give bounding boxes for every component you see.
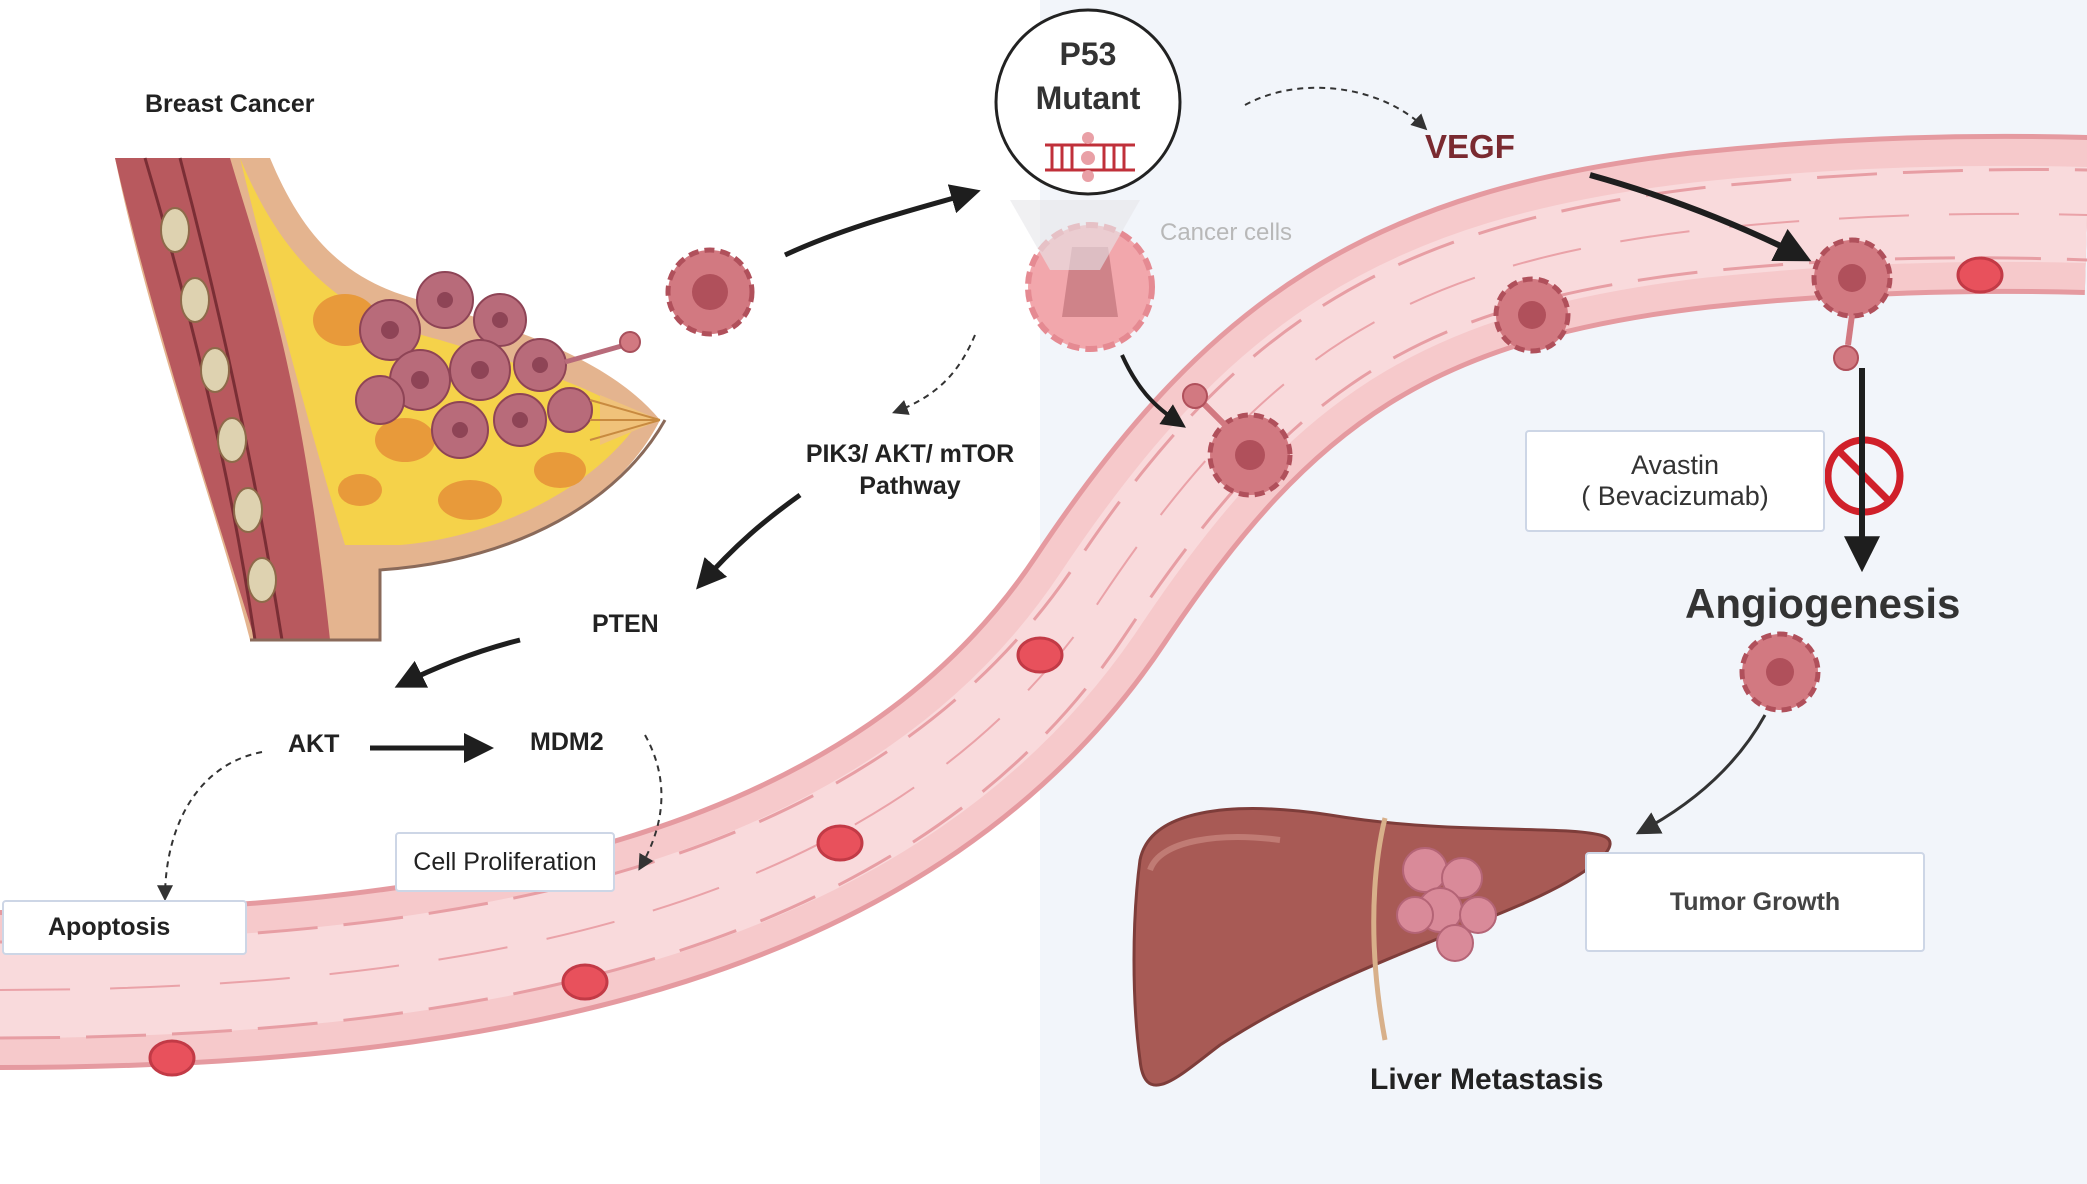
pathway-label-line2: Pathway bbox=[859, 472, 961, 500]
mutant-label: Mutant bbox=[1035, 80, 1141, 116]
p53-mutant-node bbox=[994, 8, 1182, 196]
dna-helix-icon bbox=[1045, 132, 1135, 182]
breast-cancer-label: Breast Cancer bbox=[145, 90, 315, 118]
mdm2-label: MDM2 bbox=[530, 728, 604, 756]
breast-illustration bbox=[115, 157, 667, 642]
pathway-label-line1: PIK3/ AKT/ mTOR bbox=[805, 440, 1015, 468]
blood-vessel bbox=[0, 133, 2087, 1077]
akt-label: AKT bbox=[288, 730, 340, 758]
apoptosis-label: Apoptosis bbox=[48, 913, 171, 941]
vegf-label: VEGF bbox=[1425, 128, 1515, 165]
liver-illustration bbox=[1132, 807, 1612, 1087]
avastin-box: Avastin ( Bevacizumab) bbox=[1525, 430, 1825, 532]
cancer-cells bbox=[665, 200, 1893, 713]
cell-proliferation-label: Cell Proliferation bbox=[413, 847, 597, 876]
angiogenesis-label: Angiogenesis bbox=[1685, 580, 1961, 627]
tumor-growth-label: Tumor Growth bbox=[1669, 887, 1841, 916]
cancer-cells-label: Cancer cells bbox=[1160, 219, 1293, 246]
tumor-growth-box: Tumor Growth bbox=[1585, 852, 1925, 952]
bevacizumab-label: ( Bevacizumab) bbox=[1581, 481, 1769, 511]
cell-proliferation-box: Cell Proliferation bbox=[395, 832, 615, 892]
p53-label: P53 bbox=[1059, 36, 1117, 72]
pten-label: PTEN bbox=[592, 610, 659, 638]
apoptosis-box: Apoptosis bbox=[2, 900, 247, 955]
liver-metastasis-label: Liver Metastasis bbox=[1370, 1063, 1604, 1096]
arrows bbox=[157, 86, 1880, 902]
avastin-label: Avastin bbox=[1630, 450, 1720, 480]
